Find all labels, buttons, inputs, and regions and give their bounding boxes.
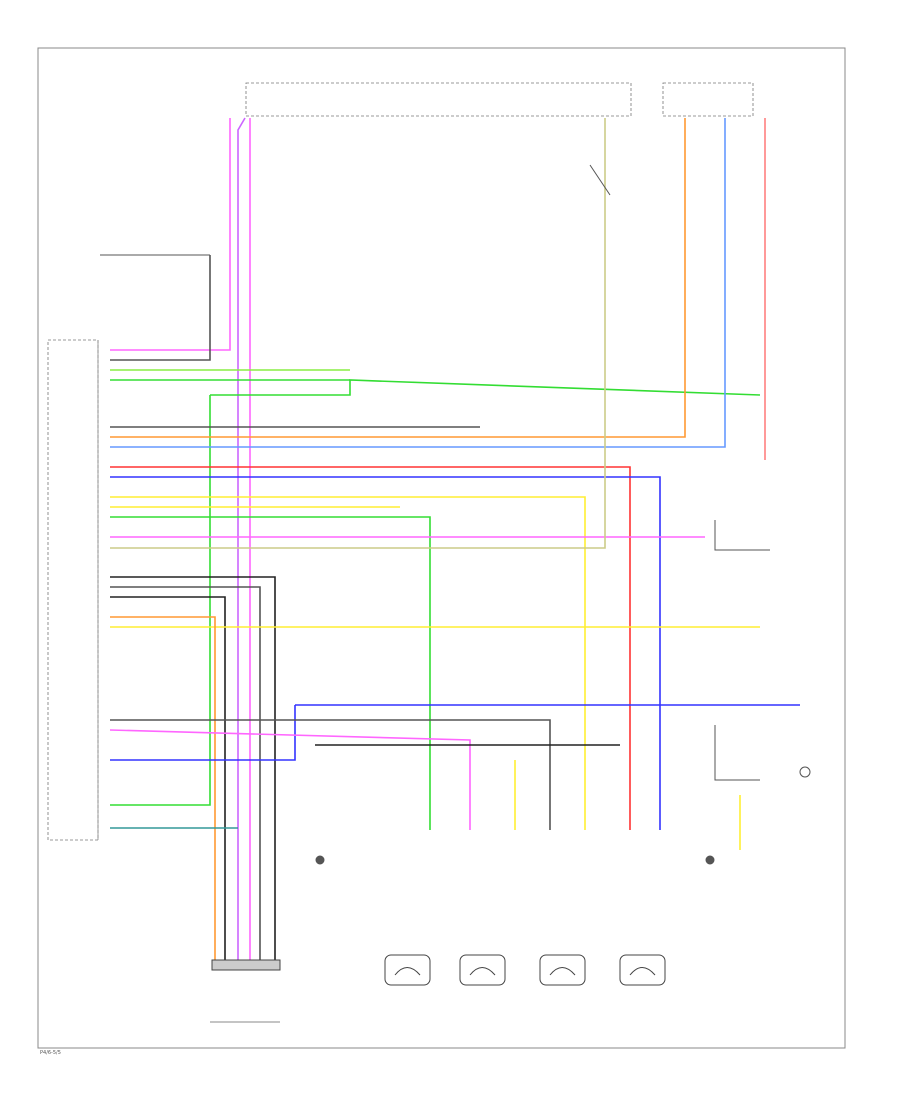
wire-orange-2	[110, 616, 216, 960]
wire-pink-1	[110, 118, 231, 351]
fuse-box-group	[245, 82, 754, 117]
wire-black-1	[110, 576, 276, 960]
sensor-icon	[459, 954, 506, 986]
wire-gray-2	[110, 586, 261, 960]
wire-gray-top	[110, 255, 211, 361]
control-module-box	[47, 339, 99, 841]
wire-red-1	[110, 466, 631, 830]
switch-symbols	[315, 164, 811, 865]
wire-black-2	[110, 596, 226, 960]
wire-green-4	[110, 516, 431, 830]
sensor-connectors	[384, 954, 666, 986]
page-ref: P4/6-5/5	[40, 1050, 61, 1056]
sensor-icon	[384, 954, 431, 986]
sensor-icon	[619, 954, 666, 986]
wire-orange	[110, 118, 686, 438]
wire-yellowish	[110, 118, 606, 549]
wire-red-top	[110, 476, 661, 830]
diagram-frame	[37, 47, 846, 1049]
wires	[100, 117, 800, 960]
fuse-box-left	[245, 82, 632, 117]
wire-lightblue	[110, 118, 726, 448]
wire-green-3	[110, 395, 211, 806]
wire-violet-top	[237, 117, 246, 960]
wire-green-long	[210, 379, 761, 396]
wire-blue-down	[110, 705, 296, 761]
wire-gray-lower	[110, 719, 551, 830]
fuse-box-right	[662, 82, 754, 117]
wire-yellow-1	[110, 496, 586, 830]
sensor-icon	[539, 954, 586, 986]
wire-pink-lower	[109, 729, 471, 830]
bottom-plug-left	[211, 959, 281, 971]
